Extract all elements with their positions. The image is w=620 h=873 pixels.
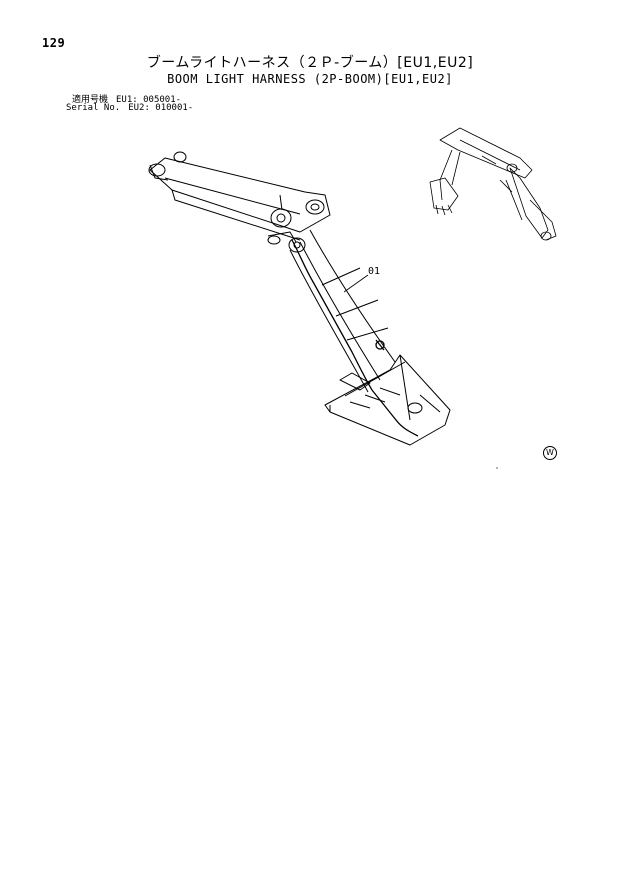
callout-leader bbox=[343, 274, 369, 293]
serial-row-eu2: Serial No. EU2: 010001- bbox=[66, 103, 193, 113]
serial-label: Serial No. bbox=[66, 103, 121, 113]
boom-upper-arm bbox=[148, 151, 331, 241]
callout-label: 01 bbox=[368, 266, 381, 277]
page-number: 129 bbox=[42, 36, 66, 50]
excavator-reference-sketch bbox=[429, 127, 557, 241]
boom-base bbox=[324, 354, 451, 446]
harness-cable bbox=[291, 239, 419, 437]
boom-lower-arm bbox=[289, 229, 396, 393]
serial-value: EU2: 010001- bbox=[128, 103, 194, 113]
boom-knuckle bbox=[267, 208, 306, 253]
speck bbox=[496, 467, 498, 469]
title-japanese: ブームライトハーネス（２Ｐ-ブーム）[EU1,EU2] bbox=[146, 55, 474, 71]
serial-value: EU1: 005001- bbox=[116, 95, 182, 105]
serial-row-eu1: 適用号機 EU1: 005001- bbox=[72, 92, 181, 105]
title-english: BOOM LIGHT HARNESS (2P-BOOM)[EU1,EU2] bbox=[167, 72, 453, 86]
w-mark-icon: W bbox=[543, 446, 557, 460]
serial-label: 適用号機 bbox=[72, 95, 109, 105]
